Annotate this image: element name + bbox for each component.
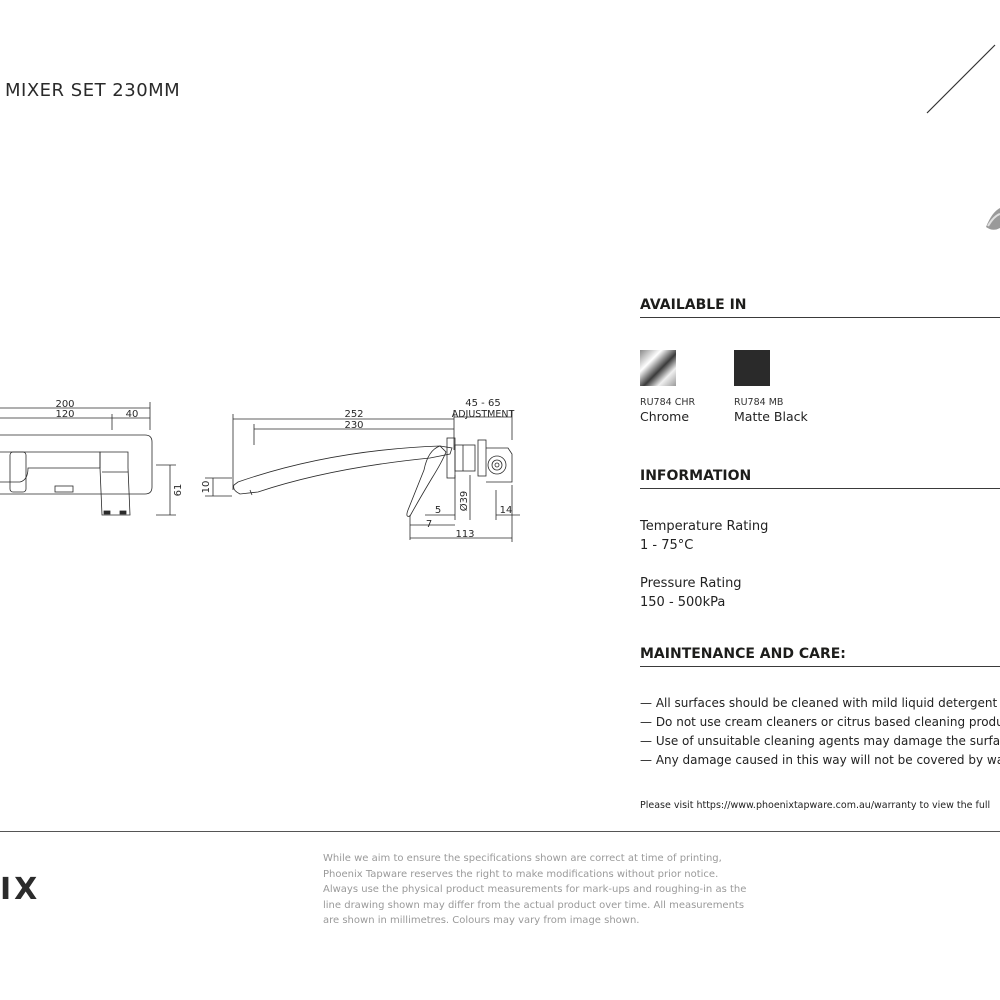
chrome-swatch: [640, 350, 676, 386]
available-heading: AVAILABLE IN: [640, 297, 747, 313]
finish-code-matte-black: RU784 MB: [734, 397, 784, 408]
footer-rule: [0, 831, 1000, 832]
dim-front-120: 120: [55, 409, 74, 420]
dim-side-14: 14: [500, 505, 513, 516]
dim-flange-39: Ø39: [458, 491, 470, 512]
spout-edge-line: [926, 44, 996, 114]
disclaimer-line: Phoenix Tapware reserves the right to ma…: [323, 868, 719, 880]
logo-mark: [54, 485, 74, 493]
dim-side-230: 230: [344, 420, 363, 431]
warranty-link-text[interactable]: Please visit https://www.phoenixtapware.…: [640, 800, 991, 811]
dim-outlet-10: 10: [201, 481, 212, 494]
product-photo-fragment: [926, 44, 1000, 230]
brand-logo: IX: [0, 872, 41, 907]
disclaimer-line: are shown in millimetres. Colours may va…: [323, 915, 640, 927]
maintenance-heading: MAINTENANCE AND CARE:: [640, 646, 846, 662]
dim-adjust-label: ADJUSTMENT: [452, 409, 515, 420]
information-rule: [640, 488, 1000, 489]
information-heading: INFORMATION: [640, 468, 752, 484]
temperature-value: 1 - 75°C: [640, 538, 694, 553]
dim-adjust-range: 45 - 65: [465, 398, 500, 409]
dim-side-5: 5: [435, 505, 441, 516]
care-bullet: — Do not use cream cleaners or citrus ba…: [640, 715, 1000, 729]
dim-side-7: 7: [426, 519, 432, 530]
technical-drawing: 200 120 40 61 252 230 45 - 65 ADJUSTMENT…: [0, 398, 520, 542]
dim-side-252: 252: [344, 409, 363, 420]
temperature-label: Temperature Rating: [640, 519, 769, 534]
front-view: [0, 402, 176, 516]
finish-code-chrome: RU784 CHR: [640, 397, 696, 408]
disclaimer-line: While we aim to ensure the specification…: [323, 853, 722, 864]
side-view: [205, 410, 520, 542]
dim-side-113: 113: [455, 529, 474, 540]
dim-front-200: 200: [55, 399, 74, 410]
dim-front-40: 40: [126, 409, 139, 420]
disclaimer: While we aim to ensure the specification…: [323, 851, 753, 929]
care-bullet: — Any damage caused in this way will not…: [640, 753, 1000, 767]
pressure-label: Pressure Rating: [640, 576, 742, 591]
pressure-value: 150 - 500kPa: [640, 595, 726, 610]
disclaimer-line: line drawing shown may differ from the a…: [323, 899, 745, 911]
care-bullet: — All surfaces should be cleaned with mi…: [640, 696, 1000, 710]
disclaimer-line: Always use the physical product measurem…: [323, 884, 747, 896]
matte-black-swatch: [734, 350, 770, 386]
dim-front-61: 61: [173, 484, 184, 497]
finish-name-matte-black: Matte Black: [734, 409, 808, 424]
finish-name-chrome: Chrome: [640, 409, 690, 424]
care-bullet: — Use of unsuitable cleaning agents may …: [640, 734, 1000, 748]
product-title: MIXER SET 230MM: [5, 80, 181, 101]
maintenance-rule: [640, 666, 1000, 667]
available-rule: [640, 317, 1000, 318]
